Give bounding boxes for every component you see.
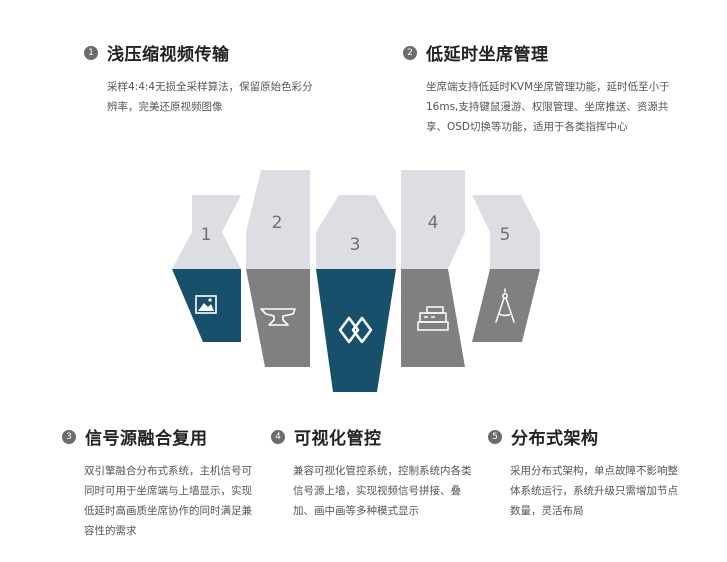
column-2-number: 2: [272, 213, 283, 233]
number-badge-4: 4: [271, 429, 285, 444]
column-4-top: [401, 170, 465, 269]
feature-title-2: 低延时坐席管理: [426, 45, 549, 65]
number-badge-1: 1: [84, 45, 98, 60]
column-5-number: 5: [500, 225, 511, 245]
compass-icon: [495, 288, 515, 323]
feature-4: 4 可视化管控 兼容可视化管控系统，控制系统内各类信号源上墙，实现视频信号拼接、…: [271, 424, 472, 521]
column-4-number: 4: [428, 213, 439, 233]
column-2-top: [246, 170, 310, 269]
column-1-number: 1: [201, 225, 212, 245]
number-badge-5: 5: [488, 429, 502, 444]
feature-1: 1 浅压缩视频传输 采样4:4:4无损全采样算法，保留原始色彩分辨率，完美还原视…: [84, 40, 329, 117]
feature-desc-2: 坐席端支持低延时KVM坐席管理功能，延时低至小于16ms,支持键鼠漫游、权限管理…: [426, 81, 670, 133]
feature-desc-4: 兼容可视化管控系统，控制系统内各类信号源上墙，实现视频信号拼接、叠加、画中画等多…: [293, 465, 472, 517]
feature-3: 3 信号源融合复用 双引擎融合分布式系统，主机信号可同时可用于坐席端与上墙显示，…: [62, 424, 262, 541]
link-diamond-icon: [338, 316, 373, 344]
column-4: 4: [401, 170, 465, 367]
feature-title-3: 信号源融合复用: [85, 429, 208, 449]
column-3-top: [316, 195, 396, 269]
column-2-bottom: [246, 269, 310, 367]
column-5-top: [472, 195, 540, 269]
feature-title-1: 浅压缩视频传输: [107, 45, 230, 65]
feature-desc-5: 采用分布式架构，单点故障不影响整体系统运行，系统升级只需增加节点数量，灵活布局: [510, 465, 678, 517]
cash-register-icon: [417, 306, 449, 331]
feature-title-5: 分布式架构: [511, 429, 599, 449]
column-3-number: 3: [350, 235, 361, 255]
feature-desc-3: 双引擎融合分布式系统，主机信号可同时可用于坐席端与上墙显示，实现低延时高画质坐席…: [84, 465, 252, 537]
feature-title-4: 可视化管控: [294, 429, 382, 449]
feature-5: 5 分布式架构 采用分布式架构，单点故障不影响整体系统运行，系统升级只需增加节点…: [488, 424, 708, 521]
column-3: 3: [316, 195, 396, 392]
feature-desc-1: 采样4:4:4无损全采样算法，保留原始色彩分辨率，完美还原视频图像: [107, 81, 313, 113]
feature-2: 2 低延时坐席管理 坐席端支持低延时KVM坐席管理功能，延时低至小于16ms,支…: [403, 40, 703, 137]
column-5: 5: [472, 195, 540, 342]
column-5-bottom: [472, 269, 540, 342]
number-badge-3: 3: [62, 429, 76, 444]
column-2: 2: [246, 170, 310, 367]
column-4-bottom: [401, 269, 465, 367]
number-badge-2: 2: [403, 45, 417, 60]
anvil-icon: [260, 308, 296, 326]
column-1: 1: [172, 195, 241, 342]
image-icon: [195, 295, 217, 314]
column-1-top: [172, 195, 241, 269]
